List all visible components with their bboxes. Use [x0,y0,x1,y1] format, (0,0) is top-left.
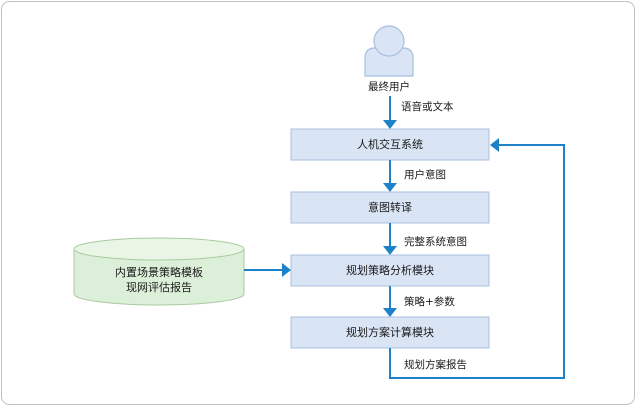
node-hci-label: 人机交互系统 [357,137,423,151]
user-icon [364,25,414,77]
datastore-label-line1: 内置场景策略模板 [115,265,203,279]
edge-label-intent-to-strategy: 完整系统意图 [404,235,467,248]
node-strategy-analysis-label: 规划策略分析模块 [346,263,434,277]
node-plan-compute [290,316,490,349]
arrowhead-strategy-to-compute [383,308,397,317]
edge-label-user-to-hci: 语音或文本 [401,100,454,113]
node-plan-compute-label: 规划方案计算模块 [346,325,434,339]
edge-label-strategy-to-compute: 策略+参数 [404,295,455,308]
arrowhead-hci-to-intent [383,183,397,192]
node-intent-translate-label: 意图转译 [368,200,412,214]
edge-label-compute-feedback: 规划方案报告 [404,358,467,371]
node-hci [290,128,490,161]
arrowhead-feedback-loop [490,138,499,152]
datastore-cylinder [73,237,245,306]
actor-label: 最终用户 [368,80,410,93]
node-intent-translate [290,191,490,224]
node-strategy-analysis [290,254,490,287]
arrowhead-datastore-to-strategy [282,263,291,277]
datastore-label-line2: 现网评估报告 [126,280,192,294]
arrowhead-intent-to-strategy [383,246,397,255]
arrowhead-user-to-hci [383,120,397,129]
arrow-feedback-loop [389,144,565,379]
edge-label-hci-to-intent: 用户意图 [404,168,446,181]
